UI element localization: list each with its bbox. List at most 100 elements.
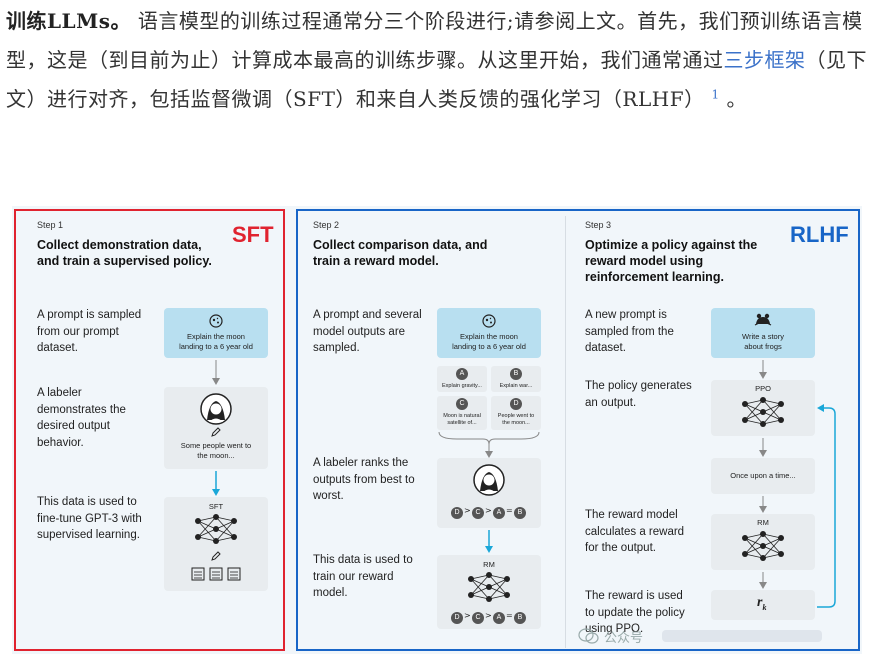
paragraph-end: 。 [726, 87, 747, 111]
rm-rank-b: B [514, 612, 526, 624]
output-d-text: People went to the moon... [497, 413, 535, 426]
reward-r: r [757, 595, 763, 610]
rank-gt-1: > [464, 506, 471, 515]
sft-badge: SFT [232, 222, 274, 247]
labeler-avatar-icon [473, 464, 505, 496]
step3-output-card: Once upon a time... [711, 458, 815, 494]
sft-model-label: SFT [208, 502, 224, 511]
output-d-letter: D [510, 398, 522, 410]
output-b-letter: B [510, 368, 522, 380]
output-a-letter: A [456, 368, 468, 380]
step2-rank-card: D > C > A = B [437, 458, 541, 528]
step3-prompt-card: Write a story about frogs [711, 308, 815, 358]
step3-policy-card: PPO [711, 380, 815, 436]
arrow-down-icon [212, 471, 220, 496]
arrow-down-icon [485, 530, 493, 553]
labeler-avatar-icon [200, 393, 232, 425]
step3-desc-2: The policy generates an output. [585, 380, 692, 409]
rm-rank-c: C [472, 612, 484, 624]
output-c-letter: C [456, 398, 468, 410]
bracket-arrow-icon [438, 431, 540, 458]
neural-network-icon [468, 572, 510, 602]
moon-icon [209, 314, 223, 328]
step-divider [565, 216, 566, 648]
step2-prompt-card: Explain the moon landing to a 6 year old [437, 308, 541, 358]
step1-label: Step 1 [37, 220, 64, 230]
step3-desc-1: A new prompt is sampled from the dataset… [585, 309, 674, 354]
step2-desc-1: A prompt and several model outputs are s… [313, 309, 422, 354]
step2-rm-card: RM D > C > A = B [437, 555, 541, 629]
rank-gt-2: > [485, 506, 492, 515]
rm-rank-gt-1: > [464, 611, 471, 620]
rlhf-badge: RLHF [790, 222, 849, 247]
documents-icon [191, 567, 241, 581]
rank-eq: = [506, 506, 513, 515]
arrow-down-icon [759, 496, 767, 513]
ppo-label: PPO [755, 384, 771, 393]
step3-desc-4: The reward is used to update the policy … [585, 590, 685, 635]
rank-a: A [493, 507, 505, 519]
sft-frame [14, 209, 285, 651]
arrow-down-icon [759, 572, 767, 589]
step2-desc-3: This data is used to train our reward mo… [313, 554, 413, 599]
step1-prompt-card: Explain the moon landing to a 6 year old [164, 308, 268, 358]
step3-label: Step 3 [585, 220, 612, 230]
output-card-a: A Explain gravity... [437, 366, 487, 392]
wechat-icon [578, 628, 599, 644]
rm-rank-d: D [451, 612, 463, 624]
neural-network-icon [742, 397, 784, 427]
footnote-link[interactable]: 1 [711, 87, 720, 102]
reward-symbol: rk [757, 595, 766, 612]
step3-rm-card: RM [711, 514, 815, 570]
frog-icon [754, 313, 772, 326]
paragraph-text-2: （见下文）进行对齐，包括监督微调（SFT）和来自人类反馈的强化学习（RLHF） [6, 48, 867, 111]
output-card-d: D People went to the moon... [491, 396, 541, 430]
step3-output-text: Once upon a time... [730, 471, 796, 480]
step3-rm-label: RM [757, 518, 769, 527]
rm-rank-gt-2: > [485, 611, 492, 620]
arrow-down-icon [759, 360, 767, 379]
step2-title: Collect comparison data, and train a rew… [313, 238, 488, 268]
step2-prompt-text: Explain the moon landing to a 6 year old [452, 332, 526, 351]
step3-desc-3: The reward model calculates a reward for… [585, 509, 685, 554]
watermark-text: 公众号 [604, 630, 644, 645]
step1-desc-1: A prompt is sampled from our prompt data… [37, 309, 142, 354]
step1-desc-2: A labeler demonstrates the desired outpu… [37, 387, 126, 449]
paragraph-lead: 训练LLMs。 [6, 9, 132, 33]
watermark-blur [662, 630, 822, 642]
reward-k: k [762, 602, 767, 612]
output-c-text: Moon is natural satellite of... [443, 413, 481, 426]
step3-title: Optimize a policy against the reward mod… [585, 238, 758, 284]
step1-title: Collect demonstration data, and train a … [37, 238, 212, 268]
rm-rank-eq: = [506, 611, 513, 620]
pencil-icon [211, 427, 221, 437]
three-step-framework-link[interactable]: 三步框架 [723, 48, 806, 72]
neural-network-icon [742, 531, 784, 561]
output-card-b: B Explain war... [491, 366, 541, 392]
step2-label: Step 2 [313, 220, 340, 230]
step2-desc-2: A labeler ranks the outputs from best to… [313, 457, 415, 502]
rm-rank-a: A [493, 612, 505, 624]
pencil-icon [211, 551, 221, 561]
step1-sft-card: SFT [164, 497, 268, 591]
rank-d: D [451, 507, 463, 519]
output-card-c: C Moon is natural satellite of... [437, 396, 487, 430]
rank-b: B [514, 507, 526, 519]
rm-model-label: RM [483, 560, 495, 569]
step1-demo-text: Some people went to the moon... [180, 441, 252, 460]
watermark: 公众号 [578, 624, 868, 648]
step1-demo-card: Some people went to the moon... [164, 387, 268, 469]
moon-icon [482, 314, 496, 328]
ranking-row: D > C > A = B [451, 506, 531, 520]
step1-desc-3: This data is used to fine-tune GPT-3 wit… [37, 496, 142, 541]
step3-prompt-text: Write a story about frogs [742, 332, 784, 351]
feedback-loop-arrow-icon [817, 404, 836, 608]
arrow-down-icon [212, 360, 220, 385]
arrow-down-icon [759, 438, 767, 457]
output-a-text: Explain gravity... [442, 383, 482, 389]
intro-paragraph: 训练LLMs。 语言模型的训练过程通常分三个阶段进行;请参阅上文。首先，我们预训… [6, 2, 870, 119]
step3-reward-card: rk [711, 590, 815, 620]
output-b-text: Explain war... [499, 383, 533, 389]
step1-prompt-text: Explain the moon landing to a 6 year old [179, 332, 253, 351]
paragraph-text-1: 语言模型的训练过程通常分三个阶段进行;请参阅上文。首先，我们预训练语言模型，这是… [6, 9, 863, 72]
